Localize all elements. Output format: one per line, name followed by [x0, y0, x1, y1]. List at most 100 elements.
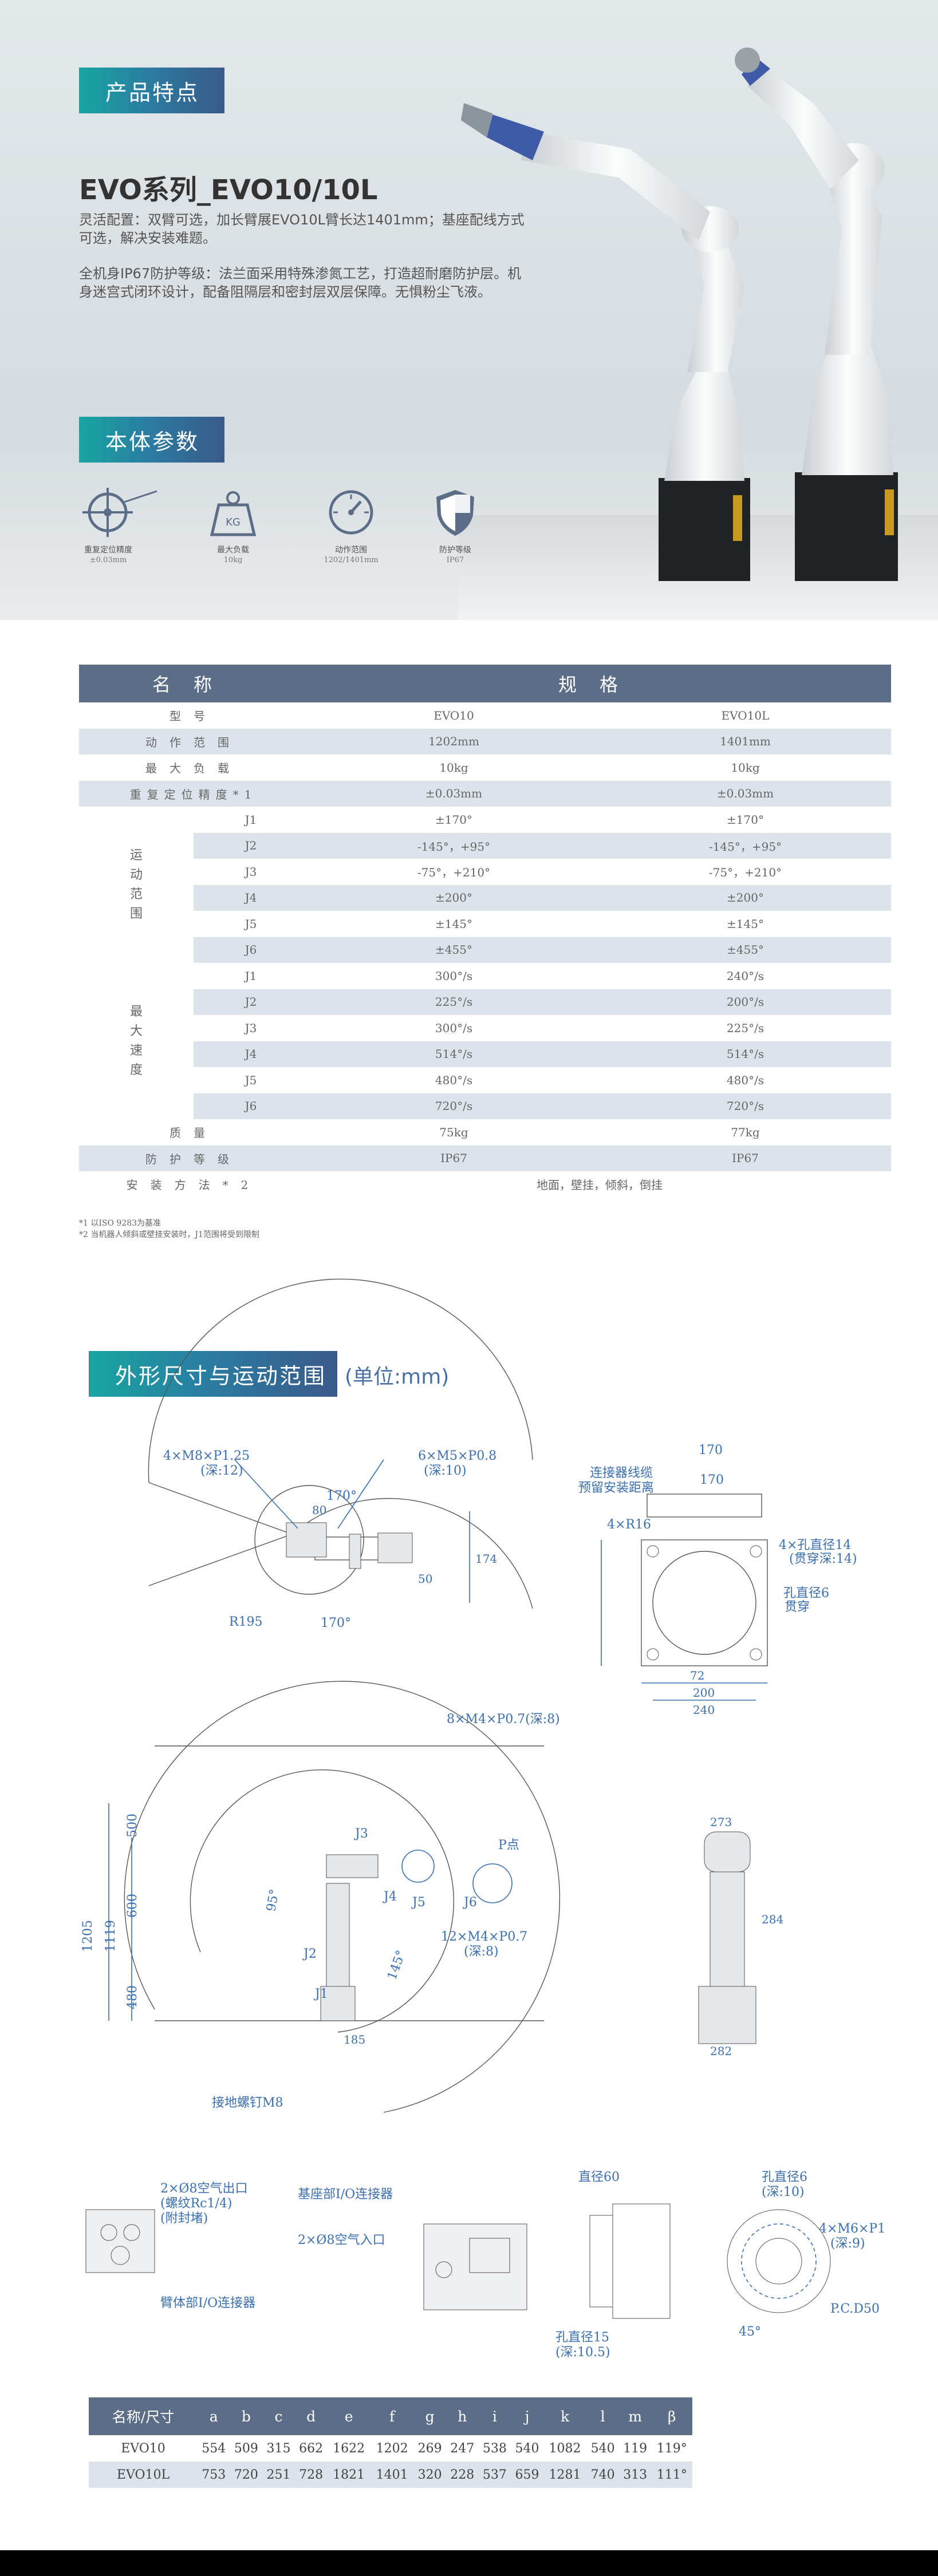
- dim-label: 45°: [739, 2325, 761, 2339]
- dim-label: 连接器线缆: [590, 1466, 653, 1480]
- dim-header-cell: a: [198, 2397, 230, 2435]
- joint-label: J2: [194, 832, 308, 859]
- dim-cell: 538: [482, 2441, 507, 2456]
- dim-cell: 1281: [543, 2462, 587, 2488]
- dim-header-cell: b: [230, 2397, 263, 2435]
- spec-header-name: 名称: [79, 665, 308, 702]
- section-tag-params: 本体参数: [79, 417, 224, 463]
- dim-label: P点: [498, 1838, 519, 1852]
- dim-label: (附封堵): [160, 2211, 208, 2226]
- section-tag-features: 产品特点: [79, 68, 224, 113]
- dim-cell: 554: [202, 2441, 226, 2456]
- icon-value: 10kg: [223, 556, 243, 564]
- spec-cell: ±0.03mm: [308, 780, 600, 807]
- spec-cell: 1401mm: [600, 728, 891, 754]
- dim-label: J4: [383, 1890, 397, 1904]
- dim-label: 50: [418, 1572, 432, 1586]
- product-title: EVO系列_EVO10/10L: [79, 174, 378, 206]
- unit-label: (单位:mm): [345, 1365, 450, 1389]
- max-speed-label: 最大速度: [129, 1004, 143, 1077]
- dim-cell: 1401: [370, 2462, 414, 2488]
- icon-value: IP67: [446, 556, 464, 564]
- dim-cell: 313: [618, 2462, 652, 2488]
- spec-cell: ±200°: [308, 884, 600, 911]
- dim-label: 480: [125, 1985, 140, 2009]
- joint-label: J5: [245, 916, 257, 931]
- dim-label: 基座部I/O连接器: [298, 2187, 393, 2202]
- spec-row-label: 动作范围: [79, 728, 308, 754]
- gauge-icon: [329, 490, 373, 535]
- dim-label: 12×M4×P0.7: [441, 1930, 527, 1944]
- dim-label: 200: [693, 1686, 715, 1700]
- dim-cell: 228: [446, 2462, 479, 2488]
- dim-cell: 662: [299, 2441, 324, 2456]
- dim-label: (贯穿深:14): [789, 1552, 857, 1566]
- dim-label: 500: [125, 1814, 140, 1838]
- dim-cell: 1622: [333, 2441, 365, 2456]
- joint-label: J3: [245, 1021, 257, 1035]
- joint-label: J4: [194, 1041, 308, 1067]
- joint-label: J6: [194, 1093, 308, 1119]
- dim-label: 282: [710, 2044, 732, 2058]
- joint-label: J2: [194, 989, 308, 1015]
- spec-cell: -145°，+95°: [600, 832, 891, 859]
- spec-row-label: 防护等级: [79, 1145, 308, 1171]
- dim-label: R195: [229, 1615, 263, 1629]
- dim-cell: 720: [230, 2462, 263, 2488]
- spec-cell: 480°/s: [435, 1073, 473, 1087]
- joint-label: J6: [194, 937, 308, 963]
- dim-label: 4×孔直径14: [779, 1538, 851, 1552]
- spec-cell: 10kg: [439, 760, 468, 775]
- dim-header-cell: β: [651, 2397, 692, 2435]
- dim-label: 1205: [81, 1920, 95, 1952]
- spec-header-spec: 规格: [308, 665, 891, 702]
- joint-label: J3: [245, 864, 257, 879]
- spec-cell: IP67: [308, 1145, 600, 1171]
- spec-cell: ±455°: [308, 937, 600, 963]
- spec-cell: 480°/s: [726, 1073, 764, 1087]
- dim-label: J6: [463, 1895, 477, 1910]
- spec-cell: 720°/s: [308, 1093, 600, 1119]
- dim-label: 284: [762, 1913, 783, 1926]
- dim-label: 170: [700, 1473, 724, 1487]
- dim-label: (深:8): [464, 1945, 499, 1959]
- base-view-drawing: 170 连接器线缆 预留安装距离 170 4×R16 4×孔直径14 (贯穿深:…: [578, 1443, 857, 1717]
- spec-row-label: 最大负载: [145, 761, 242, 776]
- dim-header-cell: e: [327, 2397, 371, 2435]
- dim-cell: 1821: [327, 2462, 371, 2488]
- dim-label: 240: [693, 1703, 715, 1717]
- dim-header-cell: i: [478, 2397, 511, 2435]
- spec-cell: ±0.03mm: [600, 780, 891, 807]
- dim-cell: 1202: [376, 2441, 408, 2456]
- dim-cell: 740: [586, 2462, 619, 2488]
- spec-cell: -75°，+210°: [417, 866, 491, 880]
- dim-header-cell: k: [543, 2397, 587, 2435]
- front-view-drawing: 273 284 282: [698, 1815, 783, 2058]
- motion-range-group: 运动范围: [79, 807, 194, 963]
- dim-label: 2×Ø8空气入口: [298, 2233, 385, 2247]
- robot-arm-illustration: [458, 48, 938, 620]
- dim-cell: 540: [515, 2441, 539, 2456]
- dim-label: 臂体部I/O连接器: [160, 2296, 255, 2310]
- dim-cell: 540: [590, 2441, 615, 2456]
- dim-label: J5: [411, 1895, 425, 1910]
- spec-cell: ±455°: [600, 937, 891, 963]
- dim-cell: 1082: [549, 2441, 581, 2456]
- dim-cell: 119: [623, 2441, 648, 2456]
- spec-cell: 720°/s: [600, 1093, 891, 1119]
- dim-cell: 111°: [651, 2462, 692, 2488]
- spec-cell: 225°/s: [726, 1021, 764, 1035]
- max-speed-group: 最大速度: [79, 963, 194, 1119]
- spec-cell: ±200°: [600, 884, 891, 911]
- dim-label: 孔直径15: [555, 2330, 609, 2345]
- section-tag-dimensions: 外形尺寸与运动范围: [89, 1351, 337, 1397]
- dim-label: P.C.D50: [830, 2302, 880, 2316]
- dim-label: 185: [344, 2033, 365, 2046]
- dim-label: 72: [690, 1669, 704, 1682]
- spec-row-label: 质量: [170, 1126, 218, 1140]
- dim-header-cell: j: [511, 2397, 543, 2435]
